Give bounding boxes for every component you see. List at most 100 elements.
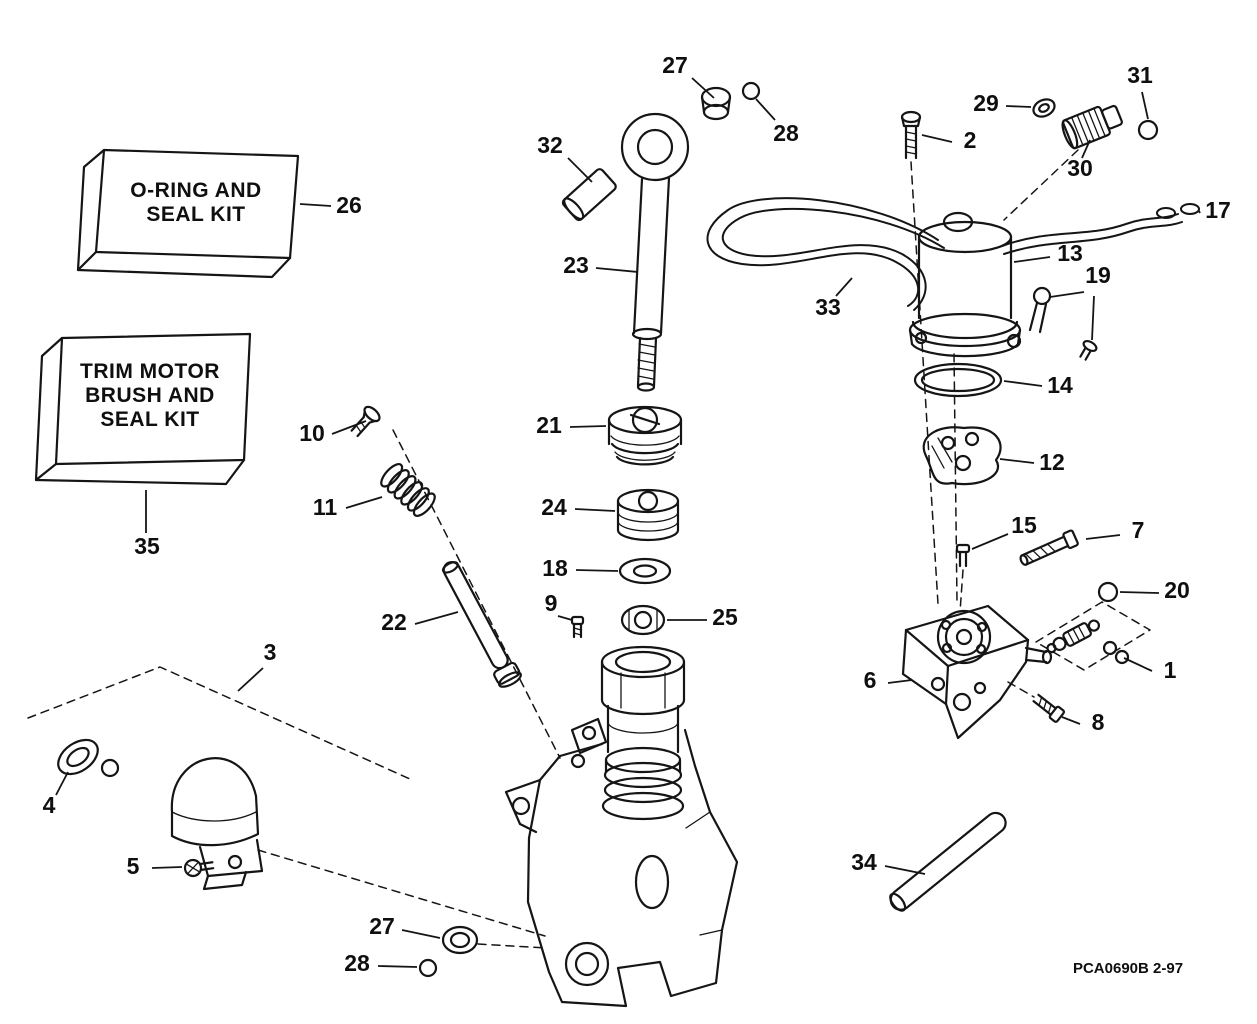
svg-text:14: 14 bbox=[1047, 372, 1073, 398]
callout-20: 20 bbox=[1119, 577, 1190, 603]
part-code: PCA0690B 2-97 bbox=[1073, 960, 1183, 977]
callout-30: 30 bbox=[1067, 139, 1093, 181]
svg-text:28: 28 bbox=[344, 950, 370, 976]
part-21-end-cap bbox=[607, 405, 683, 466]
part-24-piston bbox=[616, 488, 680, 542]
part-7-bolt bbox=[1019, 529, 1079, 566]
part-28-oring-bottom bbox=[418, 958, 438, 978]
trim-motor-kit-box: TRIM MOTOR BRUSH AND SEAL KIT bbox=[34, 332, 252, 486]
part-13-trim-motor bbox=[908, 211, 1022, 358]
callout-19: 19 bbox=[1049, 262, 1111, 341]
callout-9: 9 bbox=[545, 590, 573, 621]
svg-text:11: 11 bbox=[313, 494, 338, 520]
svg-text:21: 21 bbox=[536, 412, 562, 438]
svg-text:29: 29 bbox=[973, 90, 999, 116]
callout-29: 29 bbox=[973, 90, 1032, 116]
callout-25: 25 bbox=[667, 604, 738, 630]
callout-18: 18 bbox=[542, 555, 619, 581]
part-28-oring-top bbox=[741, 81, 761, 101]
svg-text:27: 27 bbox=[662, 52, 688, 78]
callout-27-bottom: 27 bbox=[369, 913, 441, 939]
svg-text:22: 22 bbox=[381, 609, 407, 635]
svg-text:12: 12 bbox=[1039, 449, 1065, 475]
callout-21: 21 bbox=[536, 412, 607, 438]
part-29-oring bbox=[1032, 98, 1056, 118]
svg-text:7: 7 bbox=[1132, 517, 1145, 543]
part-11-spring bbox=[380, 463, 436, 517]
callout-4: 4 bbox=[43, 771, 69, 818]
callout-27-top: 27 bbox=[662, 52, 715, 99]
svg-text:20: 20 bbox=[1164, 577, 1190, 603]
dome-reservoir bbox=[170, 757, 264, 891]
callout-34: 34 bbox=[851, 849, 926, 875]
part-4-bushing bbox=[57, 738, 120, 778]
trim-kit-label-line2: BRUSH AND bbox=[85, 384, 215, 407]
svg-text:25: 25 bbox=[712, 604, 738, 630]
part-30-coupler bbox=[1061, 104, 1123, 150]
part-25-nut bbox=[620, 604, 666, 636]
part-20-oring bbox=[1097, 581, 1119, 603]
callout-12: 12 bbox=[999, 449, 1065, 475]
callout-23: 23 bbox=[563, 252, 639, 278]
svg-text:8: 8 bbox=[1092, 709, 1105, 735]
svg-text:13: 13 bbox=[1057, 240, 1083, 266]
callout-5: 5 bbox=[127, 853, 183, 879]
callout-3: 3 bbox=[237, 639, 277, 692]
svg-text:3: 3 bbox=[264, 639, 277, 665]
svg-text:35: 35 bbox=[134, 533, 160, 559]
part-5-screw bbox=[183, 858, 215, 878]
callout-14: 14 bbox=[1003, 372, 1073, 398]
part-17-wires bbox=[706, 197, 1200, 311]
callout-13: 13 bbox=[1013, 240, 1083, 266]
part-6-manifold bbox=[901, 604, 1053, 740]
svg-text:4: 4 bbox=[43, 792, 56, 818]
svg-text:17: 17 bbox=[1205, 197, 1231, 223]
callout-2: 2 bbox=[921, 127, 977, 153]
trim-kit-label-line1: TRIM MOTOR bbox=[80, 360, 220, 383]
oring-seal-kit-box: O-RING AND SEAL KIT bbox=[76, 148, 300, 279]
callout-10: 10 bbox=[299, 420, 367, 446]
part-15-screw bbox=[955, 543, 971, 613]
callout-35: 35 bbox=[134, 490, 160, 559]
svg-text:9: 9 bbox=[545, 590, 558, 616]
callout-1: 1 bbox=[1123, 657, 1177, 683]
svg-text:33: 33 bbox=[815, 294, 841, 320]
svg-text:24: 24 bbox=[541, 494, 567, 520]
part-18-washer bbox=[618, 557, 672, 585]
callout-15: 15 bbox=[971, 512, 1037, 550]
part-22-rod bbox=[441, 560, 522, 688]
part-31-oring bbox=[1137, 119, 1159, 141]
part-2-bolt bbox=[900, 110, 922, 160]
callout-8: 8 bbox=[1061, 709, 1105, 735]
callout-28-bottom: 28 bbox=[344, 950, 418, 976]
part-3-dashed-outline bbox=[27, 666, 411, 780]
diagram-art: O-RING AND SEAL KIT TRIM MOTOR BRUSH AND… bbox=[27, 81, 1200, 1008]
part-27-bushing-top bbox=[700, 86, 732, 121]
callout-6: 6 bbox=[864, 667, 913, 693]
part-23-tilt-rod bbox=[620, 112, 690, 392]
svg-text:2: 2 bbox=[964, 127, 977, 153]
callouts: 27 28 3 1 29 30 2 32 26 bbox=[43, 52, 1231, 976]
callout-11: 11 bbox=[313, 494, 383, 520]
part-27-bushing-bottom bbox=[441, 925, 479, 955]
svg-text:19: 19 bbox=[1085, 262, 1111, 288]
callout-17: 17 bbox=[1198, 197, 1231, 223]
svg-text:27: 27 bbox=[369, 913, 395, 939]
svg-text:10: 10 bbox=[299, 420, 325, 446]
callout-7: 7 bbox=[1085, 517, 1145, 543]
cylinder-housing bbox=[504, 645, 739, 1008]
trim-kit-label-line3: SEAL KIT bbox=[100, 408, 199, 431]
svg-text:15: 15 bbox=[1011, 512, 1037, 538]
assembly-dashed-lines bbox=[257, 149, 1079, 949]
svg-text:30: 30 bbox=[1067, 155, 1093, 181]
svg-text:23: 23 bbox=[563, 252, 589, 278]
callout-28-top: 28 bbox=[755, 98, 799, 146]
svg-text:6: 6 bbox=[864, 667, 877, 693]
callout-26: 26 bbox=[299, 192, 362, 218]
svg-text:32: 32 bbox=[537, 132, 563, 158]
part-19-cotter-pin bbox=[1028, 286, 1098, 361]
callout-22: 22 bbox=[381, 609, 459, 635]
oring-kit-label-line2: SEAL KIT bbox=[146, 203, 245, 226]
